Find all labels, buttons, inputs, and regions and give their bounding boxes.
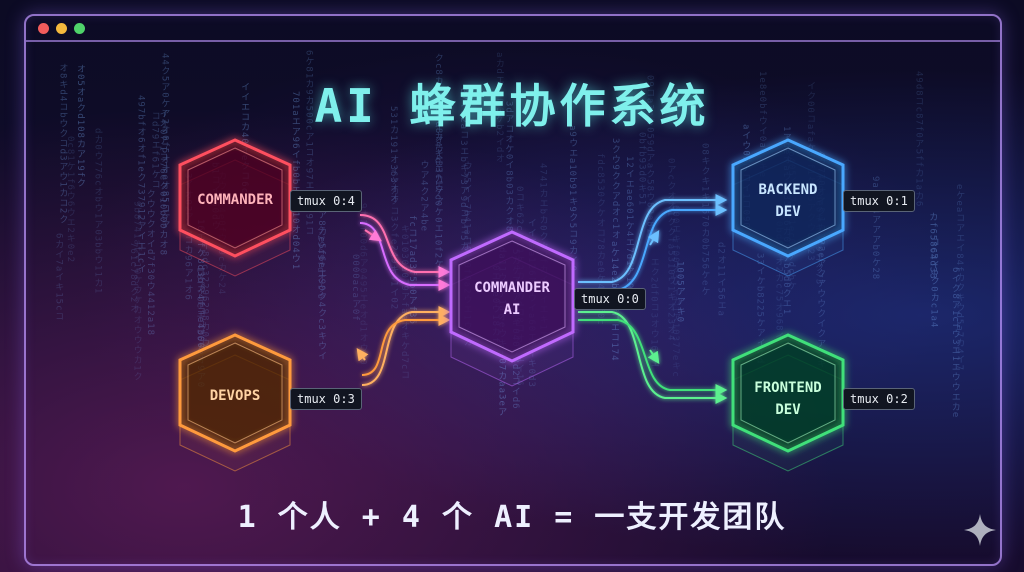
node-frontend-dev[interactable]: FRONTEND DEV bbox=[731, 333, 845, 472]
matrix-column: 0アcクオオ1ククfa5310ウ1キオ23オ4 bbox=[665, 158, 676, 342]
matrix-column: オ05オaクd108カア19fク bbox=[75, 64, 86, 189]
matrix-column: dカ0ウ776cオbウ1ア03bbウ11カ1 bbox=[92, 128, 103, 295]
node-frontend-label-line1: FRONTEND bbox=[754, 380, 821, 396]
matrix-column: ウア4ク2ア4be bbox=[418, 160, 429, 233]
window-titlebar bbox=[26, 16, 1000, 42]
matrix-column: イイエコカ40オeクコ6c bbox=[239, 82, 250, 195]
matrix-column: 3クウ9ククアdオc1オ bbox=[609, 138, 620, 241]
matrix-column: 1e8e0bfウイ0a01キe bbox=[756, 71, 767, 179]
matrix-column: キ01030a079アfaeオキケd7cコ bbox=[399, 223, 410, 381]
matrix-column: 600エキf00オ35イカ1ア10377eキc bbox=[670, 204, 681, 378]
matrix-column: ク2949fdオウ6 bbox=[315, 225, 325, 301]
page-title: AI 蜂群协作系统 bbox=[314, 79, 710, 133]
connector-devops-to-ai bbox=[356, 306, 451, 386]
app-window-frame bbox=[24, 14, 1002, 566]
matrix-column: 09コa3cオ059dアaク58ウ80a81 bbox=[644, 75, 655, 235]
matrix-column: 0bd9ウオ2カc75オ968イ bbox=[773, 221, 784, 342]
connector-ai-to-frontend bbox=[578, 311, 728, 404]
matrix-column: 12イエae601ケ4エ7d1ア19f bbox=[623, 155, 634, 296]
matrix-column: 6イク8ア1cfウ3エ1エウウエカe bbox=[949, 267, 960, 419]
window-minimize-button[interactable] bbox=[56, 23, 67, 34]
matrix-column: 531カ191オ363オオ bbox=[388, 106, 399, 205]
node-commander-ai[interactable]: COMMANDER AI bbox=[449, 230, 575, 387]
matrix-column: 9a1c14アアアb0ケ28 bbox=[870, 175, 881, 281]
matrix-column: 9オ2f00d6ア0495エeオd1オウ20 bbox=[357, 203, 368, 366]
matrix-column: eケeaコアエイ84fカクキウd5a7カ4イ7 bbox=[954, 184, 965, 372]
matrix-column: 33イケb8225ケアイケd bbox=[754, 253, 765, 365]
node-devops[interactable]: DEVOPS bbox=[178, 333, 292, 472]
matrix-column: 3イオ02アc4コカ96ア1オ6 bbox=[182, 173, 195, 301]
matrix-column: d2オ11イ56エa bbox=[715, 241, 726, 317]
matrix-column: 761c78dク2オ bbox=[128, 242, 139, 314]
matrix-column: 44ク5ア0ケア2オ0f5オオeオ85コbア bbox=[159, 52, 170, 230]
footer-tagline: 1 个人 + 4 个 AI = 一支开发团队 bbox=[237, 500, 787, 535]
matrix-column: fdc8530クケオコ78カe0ケ40アf0c bbox=[594, 153, 605, 326]
matrix-column: 4イカ4キdエカウc0ケ0エ10f2ケエオ bbox=[432, 115, 443, 290]
sparkle-icon bbox=[964, 514, 996, 546]
matrix-column: 0bfb93d0キ51 bbox=[636, 131, 647, 206]
matrix-column: 6ケ81カ9カ500cア1コオ97エ8ア091コ bbox=[303, 50, 314, 237]
matrix-column: 9b8741afイ10ケウケカオウウウカ1ク bbox=[131, 201, 142, 382]
matrix-column: クc8カa8deア88オウ433c1ケア bbox=[432, 52, 443, 206]
matrix-column: 16エfケ8d3bカ4fコe4b00eオ9ア0 bbox=[195, 219, 206, 389]
matrix-column: 9a7ア8カe5f6eエ90ク4クc3キウイ bbox=[316, 191, 327, 362]
node-backend-dev[interactable]: BACKEND DEV bbox=[731, 138, 845, 277]
matrix-column: イ8dc32296298カ0ウ bbox=[199, 241, 210, 349]
matrix-column: 701aエア96イfb0bエウ910オd04ウ1 bbox=[289, 91, 300, 271]
node-frontend-label-line2: DEV bbox=[775, 402, 801, 418]
connector-commander-to-ai bbox=[359, 214, 451, 291]
matrix-column: 497bfオ6オf1eク737912アイエ1cイ bbox=[135, 95, 146, 275]
node-commander-ai-label-line1: COMMANDER bbox=[474, 280, 550, 296]
node-commander-ai-label-line2: AI bbox=[504, 302, 521, 318]
matrix-column: 0000acaア0f bbox=[350, 254, 361, 323]
matrix-column: 1005アアキ0 bbox=[674, 261, 685, 324]
node-backend-label-line1: BACKEND bbox=[758, 182, 817, 198]
window-maximize-button[interactable] bbox=[74, 23, 85, 34]
matrix-column: 6カイ7aイキ15cコ bbox=[53, 232, 64, 322]
node-backend-label-line2: DEV bbox=[775, 204, 801, 220]
matrix-column: イケカクコ3クfe249キ41イ02 bbox=[388, 166, 399, 311]
matrix-column: コd79エf61ケコ bbox=[149, 110, 160, 190]
tmux-tag-commander-ai: tmux 0:0 bbox=[574, 288, 646, 310]
matrix-column: コc5イ9ク0カc1a4 bbox=[928, 237, 939, 329]
matrix-column: イオ0ア1コ76eク010b00カオ8 bbox=[157, 109, 168, 257]
tmux-tag-commander: tmux 0:4 bbox=[290, 190, 362, 212]
window-close-button[interactable] bbox=[38, 23, 49, 34]
tmux-tag-frontend: tmux 0:2 bbox=[843, 388, 915, 410]
node-devops-label: DEVOPS bbox=[210, 388, 261, 404]
matrix-column: 3dアコオケ0イ8b03カクオ8 bbox=[503, 100, 514, 232]
matrix-column: 4ウ770オイク1カ122eアクアウウクイクアコキ bbox=[814, 151, 827, 369]
tmux-tag-backend: tmux 0:1 bbox=[843, 190, 915, 212]
matrix-column: 08キクキ1キ1670カ0b756ケeケ bbox=[699, 143, 710, 297]
connector-ai-to-backend bbox=[578, 194, 728, 291]
node-commander-label: COMMANDER bbox=[197, 192, 273, 208]
node-commander[interactable]: COMMANDER bbox=[178, 138, 292, 277]
matrix-column: エク2df0コ3オウ162エ bbox=[648, 256, 659, 368]
matrix-column: 0c81ケ1f6ウ6ウエ2キ0e2 bbox=[64, 135, 75, 263]
matrix-column: クウウクオイd7f30ウ4412a18 bbox=[144, 188, 155, 337]
tmux-tag-devops: tmux 0:3 bbox=[290, 388, 362, 410]
matrix-column: fcコ17ad3f5b0アf36 bbox=[406, 215, 417, 325]
matrix-column: オ8キd4コbウクコd3アウ1カコ2ク bbox=[57, 63, 68, 225]
matrix-column: 1efイ0eエコ36カ bbox=[194, 266, 205, 352]
matrix-column: 87イb2aコ3エbキ73ア9dコbコ5カ bbox=[458, 87, 469, 252]
matrix-column: カf65864d33 bbox=[927, 211, 938, 280]
matrix-column: aカdエe9コ3ケb2イdオ bbox=[493, 52, 504, 164]
matrix-column: 49d8コc87f0ア5ffカ1aカ6 bbox=[913, 71, 924, 208]
matrix-column: a9ウエa10b91キ9ク5コ9カイ9 bbox=[567, 125, 578, 273]
